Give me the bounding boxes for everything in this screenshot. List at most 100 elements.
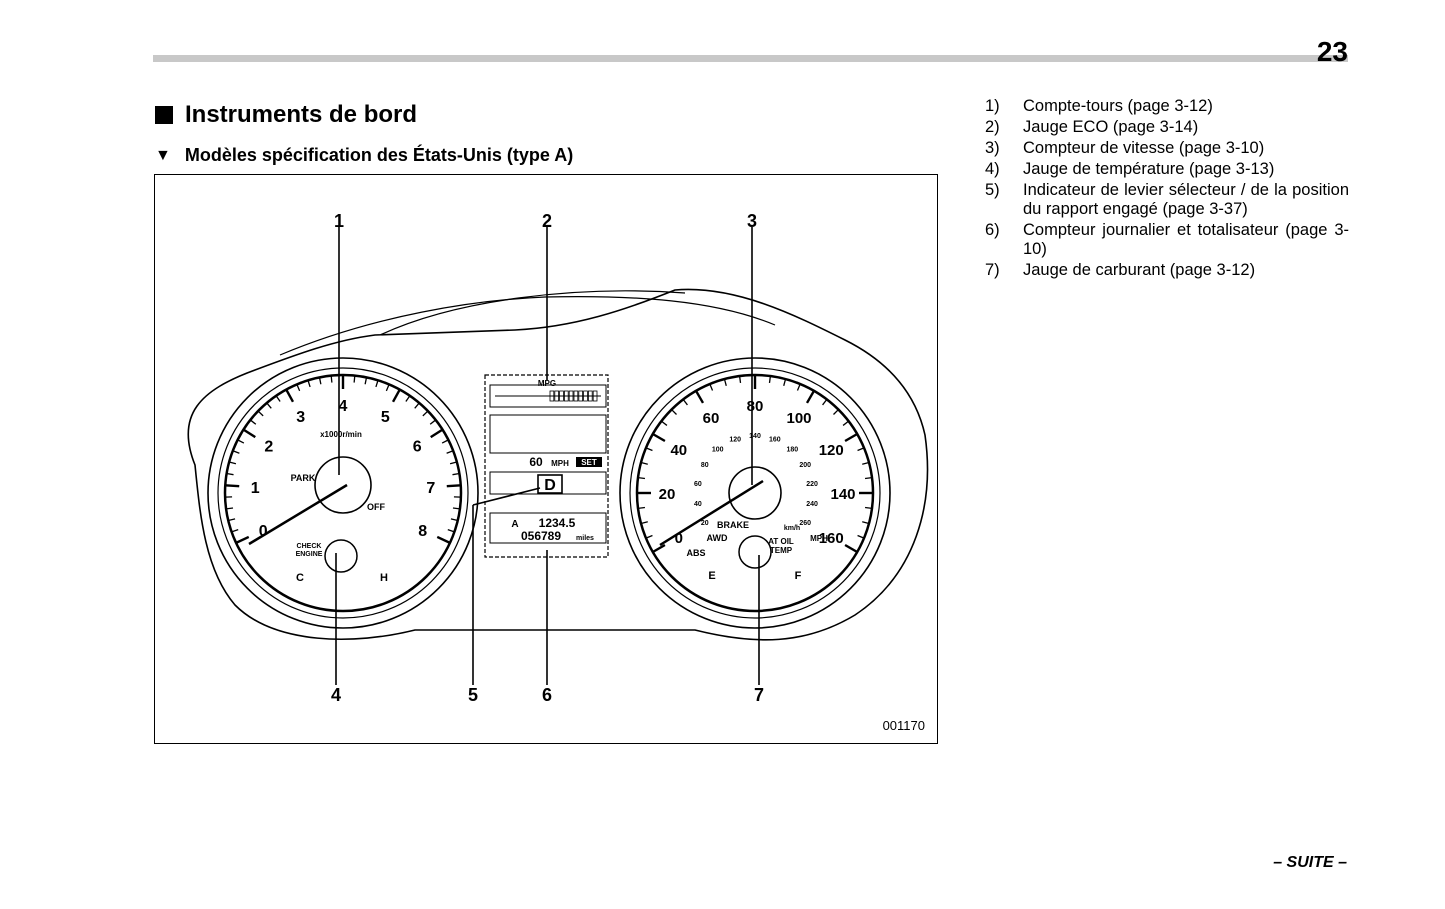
continue-label: – SUITE – [1273,854,1347,871]
gauge-tick [738,375,742,384]
legend-item: 7) Jauge de carburant (page 3-12) [985,261,1349,280]
tachometer-number: 2 [264,439,273,456]
gauge-tick [364,377,368,385]
gauge-tick [640,461,648,465]
gauge-tick [844,432,858,443]
speedometer-mph-number: 160 [819,530,844,547]
speedometer-kmh-number: 160 [769,436,781,443]
tachometer-number: 8 [418,523,427,540]
gauge-tick [805,390,816,404]
gauge-tick [237,439,245,444]
gauge-tick [385,384,390,392]
gauge-tick [768,375,772,384]
gauge-tick [862,521,870,525]
gauge-tick [446,450,454,454]
gauge-tick [225,507,234,510]
legend-item: 5)Indicateur de levier sélecteur / de la… [985,181,1349,219]
gauge-tick [796,383,801,391]
subsection-title-text: Modèles spécification des États-Unis (ty… [184,145,574,165]
gauge-tick [660,420,668,426]
legend-item-text: Jauge de carburant (page 3-12) [1023,261,1256,279]
speedometer-kmh-number: 120 [729,436,741,443]
odometer-value: 056789 [521,529,561,543]
gauge-tick [296,384,301,392]
legend-item-text: Indicateur de levier sélecteur / de la p… [1023,181,1349,218]
legend-item-number: 7) [985,261,1000,279]
speedometer-mph-number: 120 [819,442,844,459]
callout-number: 4 [331,685,341,705]
gauge-tick [450,518,458,522]
gauge-tick [652,543,666,554]
tachometer-number: 3 [296,409,305,426]
speedometer-mph-number: 60 [703,410,720,427]
legend-item-number: 6) [985,221,1000,239]
gauge-tick [235,535,250,544]
gauge-tick [405,395,411,402]
gauge-tick [225,484,240,488]
gauge-tick [857,534,865,539]
gauge-tick [249,419,257,425]
speedometer-kmh-number: 80 [701,462,709,469]
gauge-tick [452,472,460,476]
legend-item-text: Compteur de vitesse (page 3-10) [1023,139,1265,157]
gauge-tick [447,528,455,533]
temp-cold-label: C [296,572,304,584]
legend-item: 2)Jauge ECO (page 3-14) [985,118,1349,137]
gauge-tick [842,420,850,426]
cluster-hood-outline [187,288,929,641]
temp-hot-label: H [380,572,388,584]
legend-item-number: 2) [985,118,1000,136]
gauge-tick [391,388,401,403]
gauge-tick [682,398,688,406]
at-oil-temp-label: AT OIL [768,537,794,546]
speedometer-kmh-number: 260 [799,520,811,527]
cluster-hood-inner [279,296,776,356]
eco-bar-segment [583,390,588,402]
eco-bar-segment [549,390,555,402]
callout-number: 1 [334,211,344,231]
gauge-tick [226,472,234,476]
tachometer-illustration [207,357,479,629]
gauge-tick [709,383,714,391]
check-engine-label: ENGINE [296,551,323,558]
eco-bar-segment [559,390,564,402]
gauge-tick [640,521,648,525]
cruise-speed: 60 [529,455,543,469]
subsection-title: ▼ Modèles spécification des États-Unis (… [155,145,573,166]
gauge-tick [266,402,272,409]
section-title: Instruments de bord [155,101,417,129]
speedometer-kmh-number: 200 [799,462,811,469]
gauge-tick [864,506,873,510]
speedometer-kmh-number: 100 [712,447,724,454]
off-label: OFF [367,502,385,512]
gauge-tick [242,428,256,439]
figure-code: 001170 [882,718,925,733]
tachometer-number: 0 [259,523,268,540]
legend-item: 1)Compte-tours (page 3-12) [985,97,1349,116]
gauge-tick [833,409,839,415]
gauge-tick [645,534,653,539]
tachometer-number: 7 [426,480,435,497]
callout-number: 3 [747,211,757,231]
gauge-tick [671,409,677,415]
gauge-tick [637,506,646,510]
odometer-unit: miles [576,535,594,542]
speedometer-kmh-number: 180 [786,447,798,454]
callout-number: 6 [542,685,552,705]
gauge-tick [723,378,727,386]
gauge-tick [285,388,295,403]
gauge-tick [452,507,461,510]
cluster-top-line [379,290,686,336]
eco-gauge-label: MPG [538,379,556,388]
gauge-tick [257,410,264,417]
legend-item-text: Jauge de température (page 3-13) [1023,160,1275,178]
gauge-tick [330,375,333,383]
tachometer-number: 1 [251,480,260,497]
speedometer-kmh-number: 220 [806,481,818,488]
eco-bar-segment [568,390,574,402]
legend-item-number: 4) [985,160,1000,178]
eco-bar-segment [587,390,593,402]
gauge-tick [318,377,322,385]
gauge-tick [422,410,429,417]
legend-item-text: Compte-tours (page 3-12) [1023,97,1213,115]
